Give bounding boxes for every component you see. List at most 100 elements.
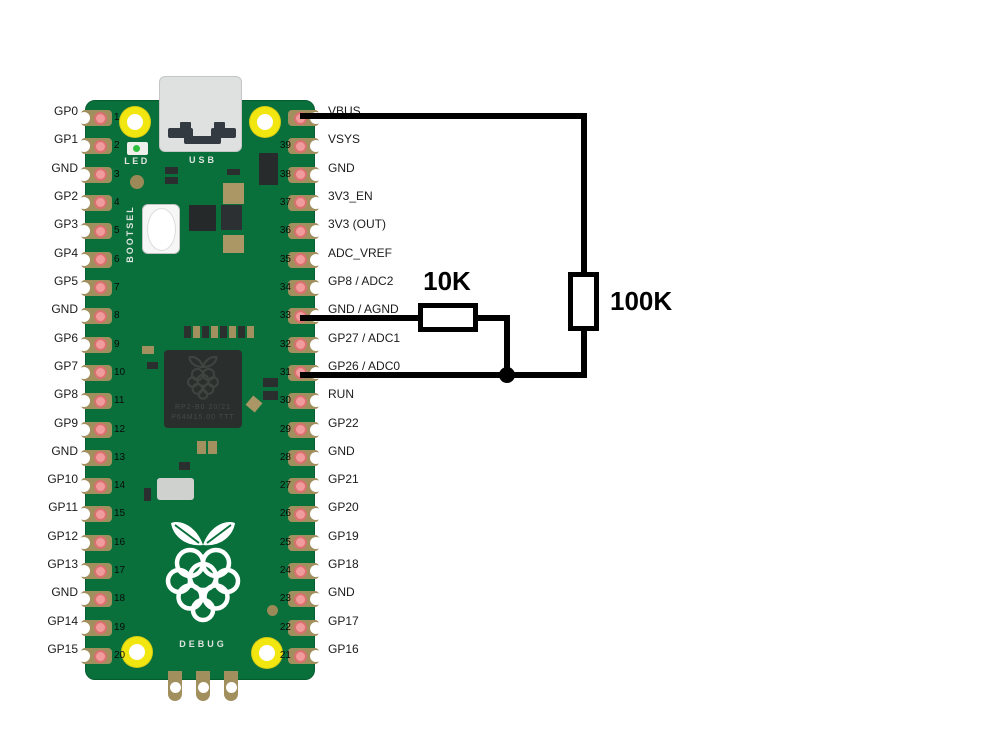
pin-number: 2 (114, 140, 120, 152)
wire-10k-to-node[interactable] (504, 315, 510, 375)
pin-hole[interactable] (294, 423, 307, 437)
pin-pad[interactable] (78, 364, 112, 381)
pin-pad[interactable] (78, 336, 112, 353)
pin-pad[interactable] (78, 534, 112, 551)
pin-hole[interactable] (94, 536, 107, 550)
pin-hole[interactable] (294, 564, 307, 578)
pin-pad[interactable] (78, 619, 112, 636)
pin-pad[interactable] (288, 194, 322, 211)
resistor-10k-label: 10K (423, 266, 471, 296)
pin-pad[interactable] (288, 138, 322, 155)
pin-hole[interactable] (294, 281, 307, 295)
pin-hole[interactable] (294, 139, 307, 153)
wire-vbus-vertical[interactable] (581, 113, 587, 275)
wire-gp26-horizontal[interactable] (300, 372, 586, 378)
pin-hole[interactable] (94, 394, 107, 408)
pin-pad[interactable] (78, 506, 112, 523)
pin-pad[interactable] (78, 279, 112, 296)
pin-hole[interactable] (294, 621, 307, 635)
pin-label: 3V3 (OUT) (328, 217, 387, 232)
pin-hole[interactable] (94, 592, 107, 606)
pin-hole[interactable] (94, 139, 107, 153)
pin-hole[interactable] (94, 196, 107, 210)
pin-hole[interactable] (294, 592, 307, 606)
pin-hole[interactable] (294, 536, 307, 550)
wire-10k-right[interactable] (478, 315, 510, 321)
pin-pad[interactable] (78, 138, 112, 155)
pin-hole[interactable] (94, 224, 107, 238)
pin-hole[interactable] (294, 649, 307, 663)
pin-pad[interactable] (288, 279, 322, 296)
pin-pad[interactable] (288, 421, 322, 438)
pin-pad[interactable] (288, 251, 322, 268)
pin-hole[interactable] (94, 309, 107, 323)
pin-pad[interactable] (288, 393, 322, 410)
resistor-100k[interactable] (568, 272, 599, 331)
pico-board[interactable]: LED USB BOOTSEL (85, 100, 315, 701)
pin-pad[interactable] (78, 421, 112, 438)
pin-hole[interactable] (94, 649, 107, 663)
pin-pad[interactable] (78, 194, 112, 211)
pin-hole[interactable] (294, 253, 307, 267)
pin-hole[interactable] (294, 196, 307, 210)
pin-hole[interactable] (94, 423, 107, 437)
pin-hole[interactable] (94, 338, 107, 352)
pin-pad[interactable] (78, 166, 112, 183)
wire-100k-to-node[interactable] (581, 329, 587, 378)
wire-agnd-horizontal[interactable] (300, 315, 418, 321)
pin-hole[interactable] (294, 168, 307, 182)
pin-pad[interactable] (78, 449, 112, 466)
debug-pad[interactable] (196, 671, 210, 701)
pin-hole[interactable] (294, 507, 307, 521)
pin-pad[interactable] (78, 308, 112, 325)
pin-hole[interactable] (94, 564, 107, 578)
pin-hole[interactable] (94, 451, 107, 465)
pin-pad[interactable] (78, 223, 112, 240)
pin-pad[interactable] (288, 648, 322, 665)
pin-pad[interactable] (78, 110, 112, 126)
pin-hole[interactable] (294, 394, 307, 408)
wire-junction-dot[interactable] (499, 367, 515, 383)
pin-pad[interactable] (288, 563, 322, 580)
debug-pad[interactable] (168, 671, 182, 701)
pin-pad[interactable] (78, 478, 112, 495)
pin-hole[interactable] (94, 621, 107, 635)
pin-label: GP20 (328, 500, 359, 515)
pin-pad[interactable] (288, 591, 322, 608)
pin-hole[interactable] (94, 507, 107, 521)
pin-hole[interactable] (294, 224, 307, 238)
pin-pad[interactable] (78, 591, 112, 608)
pin-pad[interactable] (78, 563, 112, 580)
castellation-notch (78, 593, 90, 606)
pin-pad[interactable] (78, 648, 112, 665)
pin-hole[interactable] (94, 281, 107, 295)
pin-pad[interactable] (288, 223, 322, 240)
pin-pad[interactable] (288, 478, 322, 495)
pin-hole[interactable] (94, 168, 107, 182)
debug-pad[interactable] (224, 671, 238, 701)
pin-hole[interactable] (294, 479, 307, 493)
pin-number: 38 (279, 168, 291, 180)
pin-pad[interactable] (78, 393, 112, 410)
pin-pad[interactable] (288, 336, 322, 353)
pin-pad[interactable] (288, 166, 322, 183)
pin-pad[interactable] (288, 619, 322, 636)
capacitor (229, 326, 236, 338)
pin-hole[interactable] (94, 479, 107, 493)
wire-vbus-horizontal[interactable] (300, 113, 586, 119)
gold-via (130, 175, 144, 189)
pin-pad[interactable] (288, 534, 322, 551)
pin-hole[interactable] (294, 451, 307, 465)
pin-pad[interactable] (288, 449, 322, 466)
pin-label: GP18 (328, 557, 359, 572)
pin-hole[interactable] (94, 366, 107, 380)
pin-hole[interactable] (294, 338, 307, 352)
pin-pad[interactable] (288, 506, 322, 523)
pin-hole[interactable] (94, 111, 107, 125)
pin-hole[interactable] (94, 253, 107, 267)
resistor-10k[interactable] (418, 303, 478, 332)
castellation-notch (78, 423, 90, 436)
raspberry-silk-logo-icon (165, 521, 241, 623)
pin-pad[interactable] (78, 251, 112, 268)
